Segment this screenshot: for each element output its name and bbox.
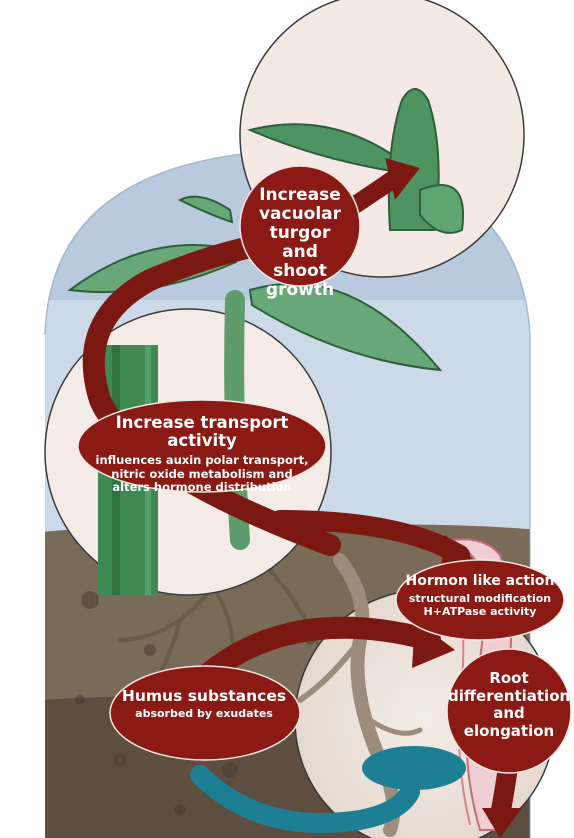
root-differentiation-label: Root differentiation and elongation bbox=[448, 670, 570, 741]
shoot-line-1: Increase bbox=[241, 186, 359, 205]
hormone-action-label: Hormon like action structural modificati… bbox=[400, 574, 560, 618]
transport-activity-label: Increase transport activity influences a… bbox=[84, 414, 320, 495]
shoot-growth-label: Increase vacuolar turgor and shoot growt… bbox=[241, 186, 359, 300]
transport-detail-1: influences auxin polar transport, bbox=[84, 454, 320, 468]
humus-detail: absorbed by exudates bbox=[120, 708, 288, 720]
transport-detail-2: nitric oxide metabolism and bbox=[84, 468, 320, 482]
transport-title: Increase transport activity bbox=[84, 414, 320, 451]
shoot-line-3: and bbox=[241, 243, 359, 262]
root-exudate-node bbox=[362, 746, 466, 790]
root-line-3: and bbox=[448, 705, 570, 723]
root-line-1: Root bbox=[448, 670, 570, 688]
root-line-2: differentiation bbox=[448, 688, 570, 706]
humus-title: Humus substances bbox=[120, 688, 288, 705]
shoot-line-2: vacuolar turgor bbox=[241, 205, 359, 243]
hormone-detail-2: H+ATPase activity bbox=[400, 605, 560, 618]
shoot-line-4: shoot growth bbox=[241, 262, 359, 300]
transport-detail-3: alters hormone distribution bbox=[84, 481, 320, 495]
root-line-4: elongation bbox=[448, 723, 570, 741]
hormone-detail-1: structural modification bbox=[400, 592, 560, 605]
humus-substances-label: Humus substances absorbed by exudates bbox=[120, 688, 288, 721]
hormone-title: Hormon like action bbox=[400, 574, 560, 590]
